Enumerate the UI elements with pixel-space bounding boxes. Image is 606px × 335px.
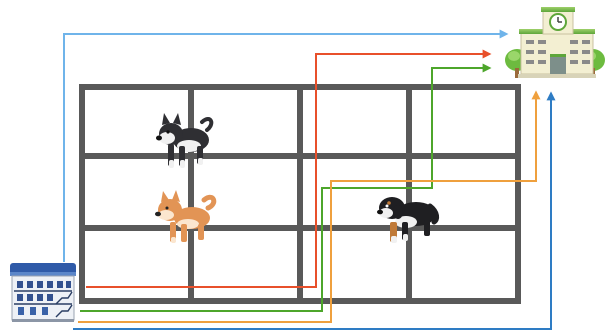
apartment-building-icon (10, 263, 76, 322)
school-building-icon (505, 7, 605, 78)
route-blue-bottom (73, 95, 551, 329)
shiba-dog-icon (155, 190, 214, 243)
street-grid (82, 87, 518, 301)
bernese-dog-icon (377, 197, 437, 243)
husky-dog-icon (156, 113, 211, 168)
route-green (80, 68, 488, 311)
routes (64, 34, 551, 329)
